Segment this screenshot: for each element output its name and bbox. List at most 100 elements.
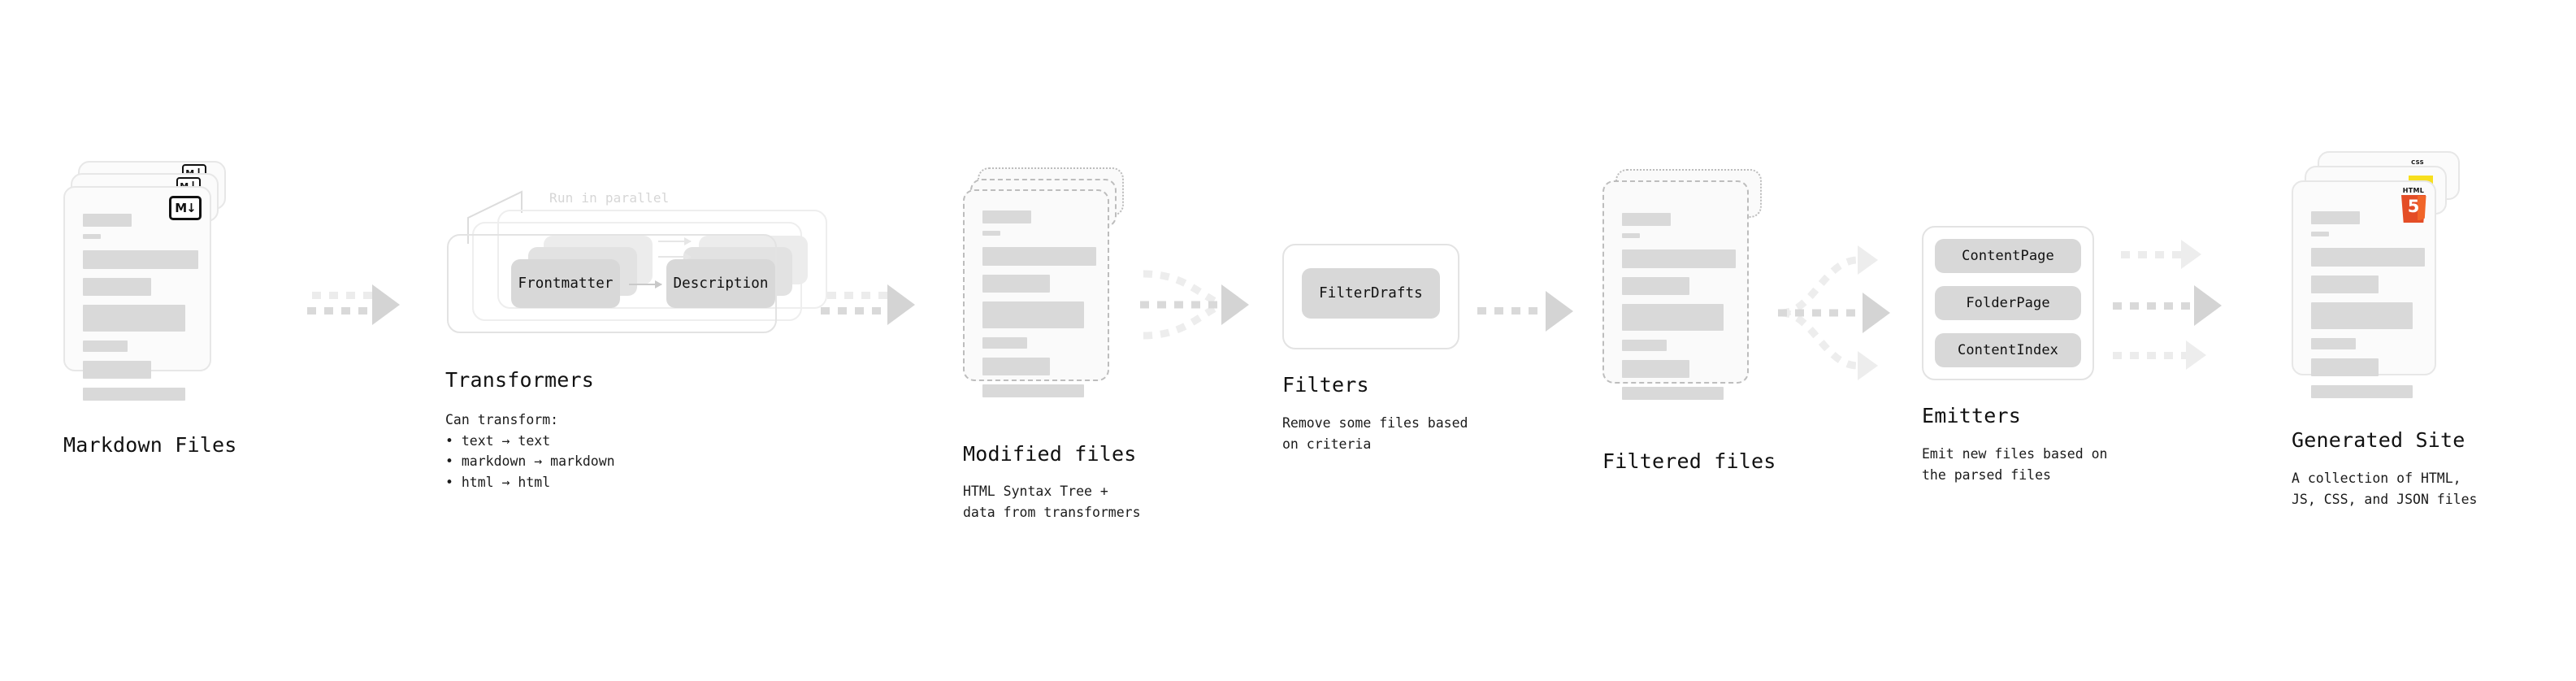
diverging-dash-paths	[1778, 256, 1864, 370]
stage-title-transformers: Transformers	[445, 368, 595, 392]
content-bar	[2311, 232, 2329, 236]
transformer-group-back-2	[497, 210, 827, 309]
content-bar	[1622, 213, 1671, 226]
content-bar	[83, 305, 185, 332]
content-bar	[1622, 360, 1689, 378]
stage-markdown-files: M↓ M↓ M↓	[63, 161, 236, 456]
markdown-badge-letter: M	[175, 200, 187, 215]
transformer-inner-arrow-ghost-2	[658, 237, 692, 245]
content-bar	[1622, 249, 1736, 268]
content-bar	[1622, 387, 1724, 400]
content-bar	[1622, 304, 1724, 331]
flow-arrowhead	[887, 284, 915, 325]
site-card-stack: CSS HTML 5	[2292, 151, 2462, 419]
converging-dash-paths	[1140, 270, 1225, 340]
markdown-card-stack: M↓ M↓ M↓	[63, 161, 226, 421]
content-bar	[1622, 277, 1689, 295]
markdown-card-front: M↓	[63, 186, 211, 401]
stage-title-emitters: Emitters	[1922, 404, 2022, 427]
content-bar	[2311, 302, 2413, 329]
emitters-pill-label: ContentPage	[1962, 248, 2054, 264]
flow-arrow-filtered-to-emitters-diverging	[1773, 236, 1923, 390]
emitters-pill-label: ContentIndex	[1957, 342, 2059, 358]
content-bar	[982, 384, 1084, 397]
emitters-pill-label: FolderPage	[1966, 295, 2050, 311]
filtered-card-body	[1622, 213, 1736, 407]
filters-group-box	[1282, 244, 1459, 349]
transformer-pill-label: Frontmatter	[518, 275, 614, 292]
content-bar	[83, 361, 151, 379]
html5-badge-digit: 5	[2407, 197, 2420, 216]
flow-arrow-markdown-to-transformers	[307, 280, 405, 329]
modified-card-front	[963, 189, 1109, 397]
run-in-parallel-label: Run in parallel	[549, 190, 670, 206]
markdown-badge-arrow-icon: ↓	[186, 200, 197, 215]
stage-subtitle-modified-files: HTML Syntax Tree + data from transformer…	[963, 484, 1141, 520]
filtered-card-stack	[1602, 164, 1765, 424]
flow-arrow-transformers-to-modified	[821, 280, 926, 329]
transformer-pill-label: Description	[673, 275, 769, 292]
transformer-group-front	[447, 234, 777, 333]
content-bar	[83, 234, 101, 239]
site-card-body	[2311, 211, 2425, 406]
stage-subtitle-transformers: Can transform: • text → text • markdown …	[445, 412, 615, 490]
flow-dash-top	[2121, 251, 2184, 258]
content-bar	[83, 250, 198, 269]
markdown-card-body	[83, 214, 198, 408]
flow-arrowhead	[1221, 284, 1249, 325]
site-card-front-html: HTML 5	[2292, 180, 2436, 398]
flow-arrowhead	[372, 284, 400, 325]
emitters-pill-contentindex[interactable]: ContentIndex	[1935, 333, 2081, 367]
emitters-pill-contentpage[interactable]: ContentPage	[1935, 239, 2081, 273]
content-bar	[2311, 211, 2360, 224]
flow-dash	[1477, 307, 1547, 314]
flow-dash	[312, 292, 372, 299]
transformer-inner-arrow-ghost-1	[658, 253, 692, 261]
run-in-parallel-bracket-icon	[467, 190, 523, 244]
flow-dash	[821, 307, 889, 314]
flow-arrowhead-middle	[2194, 285, 2222, 326]
filters-pill-filterdrafts[interactable]: FilterDrafts	[1302, 268, 1440, 319]
content-bar	[982, 358, 1050, 375]
content-bar	[1622, 340, 1667, 351]
content-bar	[2311, 275, 2379, 293]
html5-badge: HTML 5	[2399, 187, 2428, 223]
content-bar	[2311, 338, 2356, 349]
content-bar	[982, 210, 1031, 223]
flow-dash	[307, 307, 374, 314]
content-bar	[982, 231, 1000, 236]
markdown-badge: M↓	[169, 196, 202, 220]
content-bar	[982, 247, 1096, 266]
flow-arrow-emitters-to-site	[2113, 232, 2259, 382]
flow-arrowhead-top	[2181, 240, 2201, 269]
content-bar	[2311, 358, 2379, 376]
transformer-inner-arrow	[629, 280, 662, 288]
stage-subtitle-generated-site: A collection of HTML, JS, CSS, and JSON …	[2292, 471, 2478, 507]
content-bar	[83, 340, 128, 352]
content-bar	[982, 275, 1050, 293]
flow-arrowhead	[1546, 291, 1573, 332]
flow-arrowhead-bottom	[1858, 351, 1878, 380]
flow-arrowhead-top	[1858, 245, 1878, 275]
content-bar	[83, 278, 151, 296]
stage-title-modified-files: Modified files	[963, 442, 1137, 466]
modified-card-body	[982, 210, 1096, 405]
stage-modified-files: Modified files HTML Syntax Tree + data f…	[963, 163, 1141, 520]
content-bar	[83, 214, 132, 227]
emitters-pill-folderpage[interactable]: FolderPage	[1935, 286, 2081, 320]
stage-title-filters: Filters	[1282, 373, 1369, 397]
flow-dash-bottom	[2113, 352, 2188, 359]
stage-generated-site: CSS HTML 5	[2292, 151, 2477, 507]
html5-badge-label: HTML	[2402, 187, 2425, 194]
stage-subtitle-emitters: Emit new files based on the parsed files	[1922, 446, 2108, 483]
transformer-pill-frontmatter[interactable]: Frontmatter	[511, 259, 620, 308]
transformer-pill-description[interactable]: Description	[666, 259, 775, 308]
stage-title-generated-site: Generated Site	[2292, 428, 2465, 452]
filters-pill-label: FilterDrafts	[1319, 285, 1423, 301]
flow-dash-middle	[2113, 302, 2199, 310]
stage-title-markdown-files: Markdown Files	[63, 433, 237, 457]
stage-subtitle-filters: Remove some files based on criteria	[1282, 415, 1468, 452]
content-bar	[982, 301, 1084, 328]
content-bar	[982, 337, 1027, 349]
content-bar	[1622, 233, 1640, 238]
